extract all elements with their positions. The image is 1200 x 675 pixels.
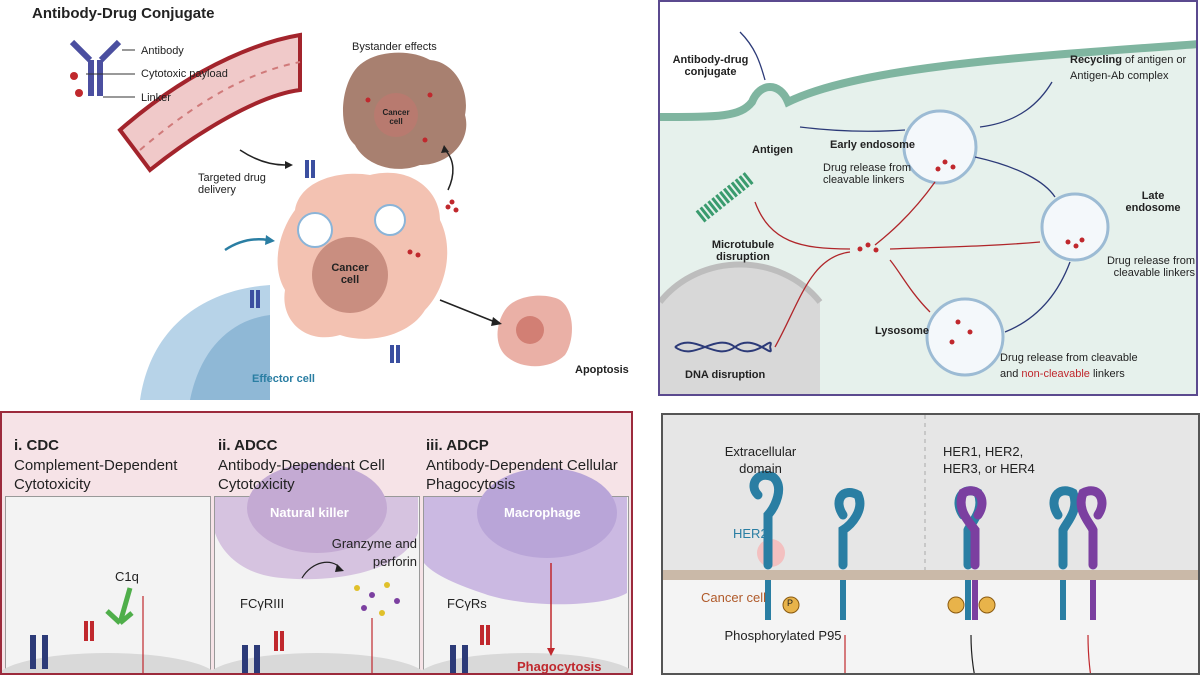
linkers-word: linkers — [1092, 368, 1125, 380]
effector-cell-label: Effector cell — [252, 373, 315, 385]
her2-receptor-icon — [749, 470, 1080, 570]
adc-label: Antibody-drug conjugate — [672, 54, 749, 78]
legend-payload: Cytotoxic payload — [141, 68, 228, 80]
antigen-label: Antigen — [752, 144, 793, 156]
recycling-label: Recycling of antigen or — [1070, 54, 1186, 66]
microtubule-label: Microtubule disruption — [711, 239, 775, 263]
natural-killer-label: Natural killer — [270, 505, 349, 520]
recycling-line2: Antigen-Ab complex — [1070, 70, 1169, 82]
c1q-label: C1q — [115, 569, 139, 584]
drug-release-label-3a: Drug release from cleavable — [1000, 352, 1138, 364]
adc-mechanism-panel: Antibody-drug conjugate Antigen Early en… — [658, 0, 1198, 396]
main-cancer-cell-label: Cancer cell — [331, 262, 369, 286]
legend-antibody: Antibody — [141, 45, 184, 57]
her2-label: HER2 — [733, 526, 768, 541]
her2-panel: Extracellular domain HER2 Cancer cell P … — [661, 413, 1200, 675]
adc-overview-panel: Antibody-Drug Conjugate Antibody Cytotox… — [0, 0, 650, 400]
her-family-label: HER1, HER2, HER3, or HER4 — [943, 444, 1035, 476]
drug-release-label-1: Drug release from cleavable linkers — [823, 162, 912, 186]
drug-release-label-3: and non-cleavable linkers — [1000, 368, 1125, 380]
fcgrs-label: FCγRs — [447, 596, 487, 611]
cdc-subtitle: Complement-Dependent Cytotoxicity — [14, 457, 178, 493]
adcc-title: ii. ADCC — [218, 437, 278, 454]
dna-label: DNA disruption — [685, 369, 766, 381]
phagocytosis-label: Phagocytosis — [517, 659, 602, 674]
adcc-subtitle: Antibody-Dependent Cell Cytotoxicity — [218, 457, 385, 493]
bystander-label: Bystander effects — [352, 41, 437, 53]
late-endosome-icon — [1040, 192, 1110, 262]
panel-title: Antibody-Drug Conjugate — [32, 5, 215, 22]
apoptosis-label: Apoptosis — [575, 364, 629, 376]
nucleus-icon — [660, 264, 820, 394]
non-cleavable-word: non-cleavable — [1021, 368, 1090, 380]
recycling-rest: of antigen or — [1125, 54, 1187, 66]
recycling-bold: Recycling — [1070, 54, 1122, 66]
cdc-title: i. CDC — [14, 437, 59, 454]
lysosome-icon — [925, 297, 1005, 377]
adcp-subtitle: Antibody-Dependent Cellular Phagocytosis — [426, 457, 618, 493]
small-cancer-cell-label: Cancer cell — [382, 108, 410, 126]
microtubule-icon — [695, 171, 755, 223]
cdc-box — [5, 496, 211, 673]
p-label: P — [787, 598, 794, 608]
targeted-delivery-label: Targeted drug delivery — [198, 172, 266, 196]
phosphorylated-label: Phosphorylated P95 — [724, 628, 842, 643]
adcp-title: iii. ADCP — [426, 437, 489, 454]
drug-release-label-2: Drug release from cleavable linkers — [1106, 255, 1195, 279]
extracellular-label: Extracellular domain — [724, 444, 797, 476]
phosphate-icon — [782, 596, 996, 614]
effector-functions-panel: i. CDC Complement-Dependent Cytotoxicity… — [0, 411, 633, 675]
her-partner-receptor-icon — [956, 486, 1107, 570]
early-endosome-label: Early endosome — [830, 139, 915, 151]
c1q-icon — [105, 587, 134, 625]
legend-linker: Linker — [141, 92, 171, 104]
antibody-icon — [69, 39, 122, 97]
late-endosome-label: Late endosome — [1125, 190, 1181, 214]
macrophage-label: Macrophage — [504, 505, 581, 520]
cancer-cell-label: Cancer cell — [701, 590, 767, 605]
fcgr3-label: FCγRIII — [240, 596, 285, 611]
granzyme-label: Granzyme and perforin — [331, 536, 417, 569]
early-endosome-icon — [902, 109, 978, 185]
lysosome-label: Lysosome — [875, 325, 930, 337]
dna-icon — [674, 341, 772, 353]
and-word: and — [1000, 368, 1019, 380]
